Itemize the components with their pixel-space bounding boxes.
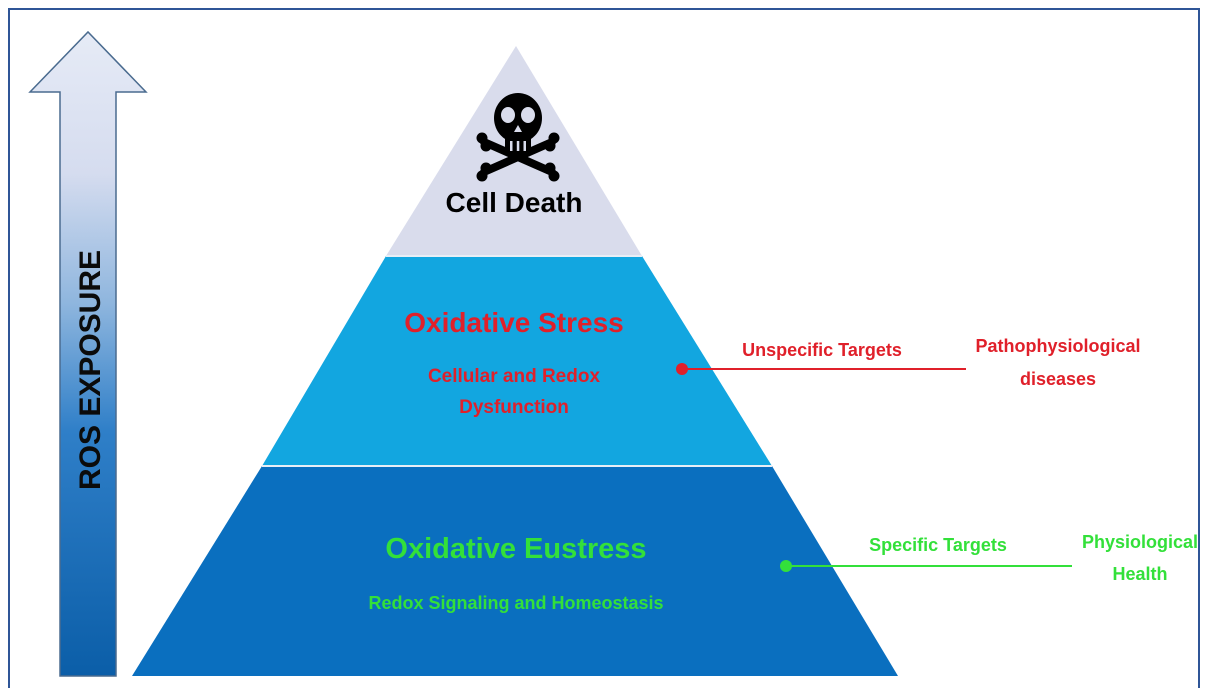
arrow-shape [28, 30, 148, 677]
eustress-connector-dot [780, 560, 792, 572]
skull-crossbones-icon [476, 93, 560, 182]
ros-exposure-label: ROS EXPOSURE [74, 250, 107, 490]
specific-targets-label: Specific Targets [869, 535, 1007, 555]
pyramid-tier-stress [262, 256, 772, 466]
oxidative-eustress-subtitle: Redox Signaling and Homeostasis [368, 593, 663, 613]
ros-exposure-arrow: ROS EXPOSURE [28, 30, 148, 677]
pathophysiological-label-line2: diseases [1020, 369, 1096, 389]
pathophysiological-label-line1: Pathophysiological [975, 336, 1140, 356]
oxidative-stress-subtitle-line1: Cellular and Redox [428, 366, 601, 387]
oxidative-stress-subtitle-line2: Dysfunction [459, 397, 569, 418]
stress-connector-dot [676, 363, 688, 375]
pyramid [132, 46, 898, 676]
cell-death-title: Cell Death [446, 187, 583, 218]
figure-frame [8, 8, 1200, 688]
oxidative-stress-title: Oxidative Stress [404, 307, 623, 338]
stress-annotation: Unspecific Targets Pathophysiological di… [676, 336, 1141, 389]
unspecific-targets-label: Unspecific Targets [742, 340, 902, 360]
pyramid-tier-eustress [132, 466, 898, 676]
oxidative-eustress-title: Oxidative Eustress [385, 533, 646, 565]
eustress-annotation: Specific Targets Physiological Health [780, 532, 1198, 584]
physiological-label-line2: Health [1112, 564, 1167, 584]
physiological-label-line1: Physiological [1082, 532, 1198, 552]
